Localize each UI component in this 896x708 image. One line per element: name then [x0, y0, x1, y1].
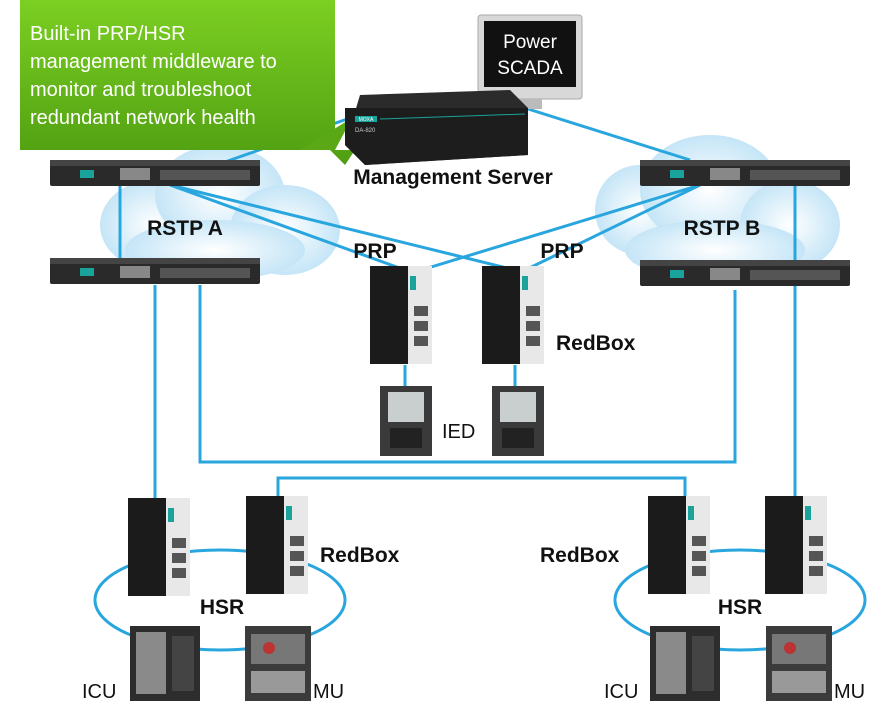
redbox-label-right: RedBox [540, 544, 620, 567]
rstp-b-label: RSTP B [684, 217, 761, 240]
prp-label-left: PRP [353, 240, 396, 263]
mu-device-right [766, 626, 832, 701]
hsr-device-right-2 [765, 496, 827, 594]
moxa-logo: MOXA [359, 117, 374, 123]
icu-device-right [650, 626, 720, 701]
rstp-a-switch-top [50, 160, 260, 186]
cloud-rstp-b [595, 135, 840, 280]
management-server-label: Management Server [353, 166, 553, 189]
ied-device-left [380, 386, 432, 456]
mu-device-left [245, 626, 311, 701]
icu-device-left [130, 626, 200, 701]
rstp-a-label: RSTP A [147, 217, 223, 240]
rstp-b-switch-top [640, 160, 850, 186]
ied-device-right [492, 386, 544, 456]
rstp-a-switch-bottom [50, 258, 260, 284]
server-model: DA-820 [355, 128, 376, 134]
ied-label: IED [442, 421, 475, 443]
rstp-b-switch-bottom [640, 260, 850, 286]
callout-line: Built-in PRP/HSR [30, 23, 186, 45]
hsr-label-left: HSR [200, 596, 244, 619]
power-scada-monitor: Power SCADA [477, 14, 583, 109]
hsr-label-right: HSR [718, 596, 762, 619]
redbox-label-center: RedBox [556, 332, 636, 355]
hsr-device-left-1 [128, 498, 190, 596]
callout-line: redundant network health [30, 107, 256, 129]
monitor-text: SCADA [497, 58, 563, 79]
callout-box: Built-in PRP/HSR management middleware t… [20, 0, 355, 165]
prp-redbox-device [482, 266, 544, 364]
hsr-redbox-left [246, 496, 308, 594]
prp-device-left [370, 266, 432, 364]
callout-line: monitor and troubleshoot [30, 79, 252, 101]
management-server: DA-820 MOXA [345, 90, 528, 165]
hsr-redbox-right [648, 496, 710, 594]
icu-label-left: ICU [82, 681, 116, 703]
monitor-text: Power [503, 32, 558, 53]
redbox-label-left: RedBox [320, 544, 400, 567]
mu-label-left: MU [313, 681, 344, 703]
prp-label-right: PRP [540, 240, 583, 263]
icu-label-right: ICU [604, 681, 638, 703]
callout-line: management middleware to [30, 51, 277, 73]
mu-label-right: MU [834, 681, 865, 703]
